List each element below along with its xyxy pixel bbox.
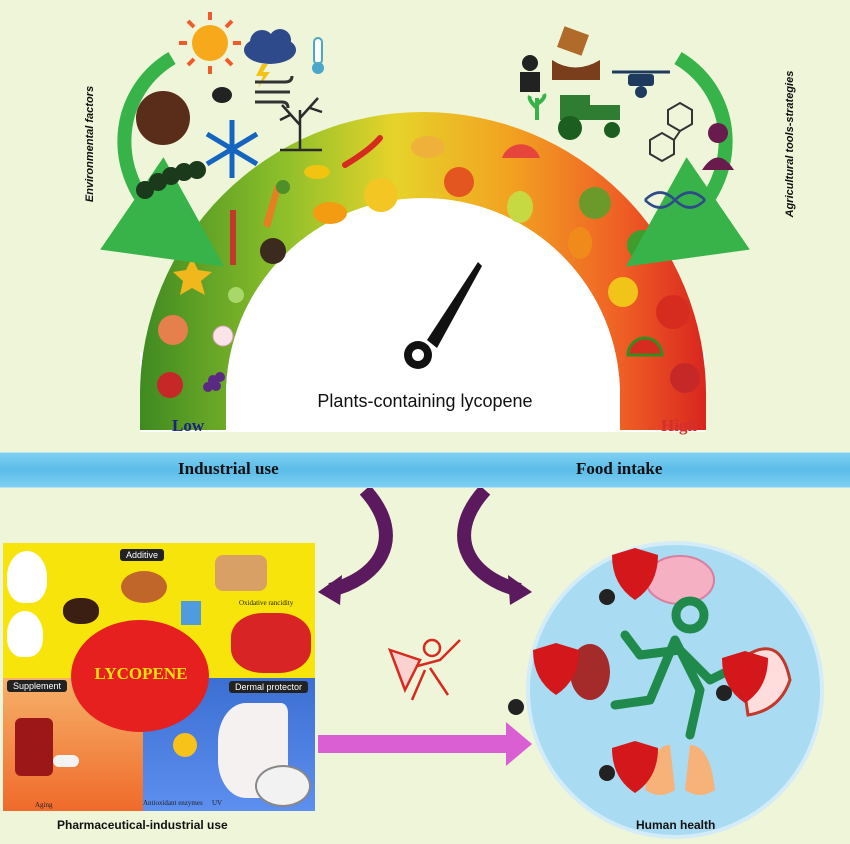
high-label: High <box>661 416 697 435</box>
aging-note: Aging <box>35 801 53 809</box>
moon-icon <box>136 91 190 145</box>
lycopene-ellipse <box>71 620 209 732</box>
snowflake-icon <box>205 120 259 178</box>
bug-icon <box>212 87 232 103</box>
dna-icon <box>644 191 706 209</box>
cream-jar-icon <box>255 765 311 807</box>
uv-note: UV <box>212 799 223 807</box>
health-circle <box>526 541 824 839</box>
gauge-needle <box>404 262 482 369</box>
cloud-storm-icon <box>244 29 296 88</box>
sprout-icon <box>527 93 547 120</box>
usage-band <box>0 452 850 488</box>
dermal-protector-label: Dermal protector <box>229 681 309 693</box>
chicken-icon <box>7 611 43 657</box>
wind-icon <box>255 75 294 109</box>
lungs-icon <box>645 745 715 795</box>
pink-arrow-head <box>506 722 532 766</box>
pink-arrow-body <box>318 735 508 753</box>
chicken-icon <box>7 551 47 603</box>
agricultural-tools-label: Agricultural tools-strategies <box>784 70 796 218</box>
germ-icon <box>508 589 732 781</box>
roast-chicken-icon <box>121 571 167 603</box>
additive-label: Additive <box>120 549 165 561</box>
gauge-title: Plants-containing lycopene <box>317 391 533 411</box>
low-label: Low <box>172 416 205 435</box>
left-green-arrow <box>100 51 225 267</box>
shield-icon <box>533 548 768 793</box>
supplement-bottle-icon <box>15 718 53 776</box>
bread-icon <box>215 555 267 591</box>
antioxidant-note: Antioxidant enzymes <box>143 799 203 807</box>
caterpillar-icon <box>136 161 206 199</box>
tractor-icon <box>558 95 620 140</box>
dead-tree-icon <box>279 97 323 152</box>
molecule-icon <box>649 101 693 163</box>
seeds-icon <box>63 598 99 624</box>
kidney-icon <box>570 644 610 700</box>
sun-icon <box>173 733 197 757</box>
food-intake-label: Food intake <box>576 459 663 478</box>
pill-icon <box>53 755 79 767</box>
superhero-icon <box>387 638 461 701</box>
sausage-icon <box>231 613 311 673</box>
right-green-arrow <box>625 51 750 267</box>
pharma-panel: LYCOPENE Additive Supplement Dermal prot… <box>3 543 315 811</box>
scientist-icon <box>702 123 734 170</box>
oxidative-note: Oxidative rancidity <box>239 599 294 607</box>
environmental-factors-label: Environmental factors <box>84 85 96 203</box>
sun-icon <box>179 12 241 74</box>
pharma-caption: Pharmaceutical-industrial use <box>57 818 228 832</box>
food-arrow <box>457 485 522 597</box>
thermometer-icon <box>312 37 324 74</box>
health-caption: Human health <box>636 818 716 832</box>
milk-icon <box>181 601 201 625</box>
drone-icon <box>612 70 670 98</box>
farmer-icon <box>520 55 540 92</box>
supplement-label: Supplement <box>7 680 68 692</box>
industrial-use-label: Industrial use <box>178 459 279 478</box>
gauge-inner <box>226 198 620 432</box>
industrial-arrow <box>328 485 393 597</box>
soil-icon <box>552 26 600 80</box>
lycopene-label: LYCOPENE <box>94 664 188 683</box>
runner-icon <box>610 596 735 740</box>
